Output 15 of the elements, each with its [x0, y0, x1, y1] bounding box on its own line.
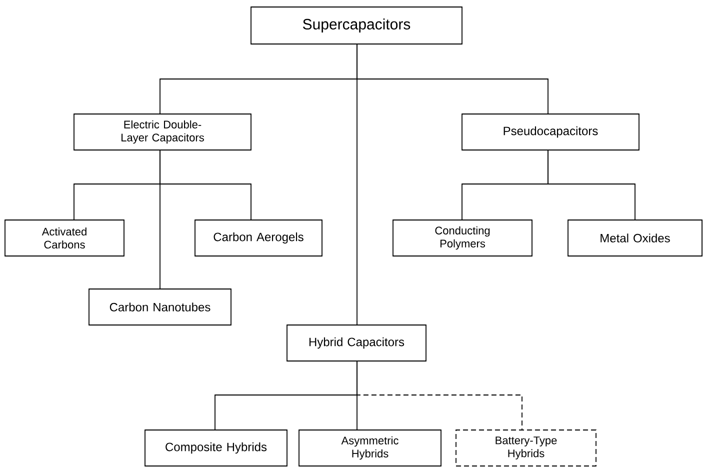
category-box: Asymmetric Hybrids [298, 430, 442, 466]
category-box: Carbon Nanotubes [88, 288, 232, 326]
category-box: Electric Double-Layer Capacitors [74, 114, 252, 150]
category-box: Metal Oxides [568, 220, 702, 256]
category-box: Conducting Polymers [392, 220, 532, 256]
category-box: Hybrid Capacitors [286, 324, 426, 362]
category-box: Pseudocapacitors [462, 114, 640, 150]
connector-line [356, 44, 358, 325]
category-box: Activated Carbons [4, 220, 124, 256]
connector-line [548, 150, 636, 220]
connector-line [356, 361, 522, 430]
category-box: Carbon Aerogels [194, 220, 322, 256]
dashed-box: Battery-Type Hybrids [456, 430, 596, 466]
category-box: Composite Hybrids [144, 430, 288, 466]
category-box: Supercapacitors [250, 6, 462, 44]
